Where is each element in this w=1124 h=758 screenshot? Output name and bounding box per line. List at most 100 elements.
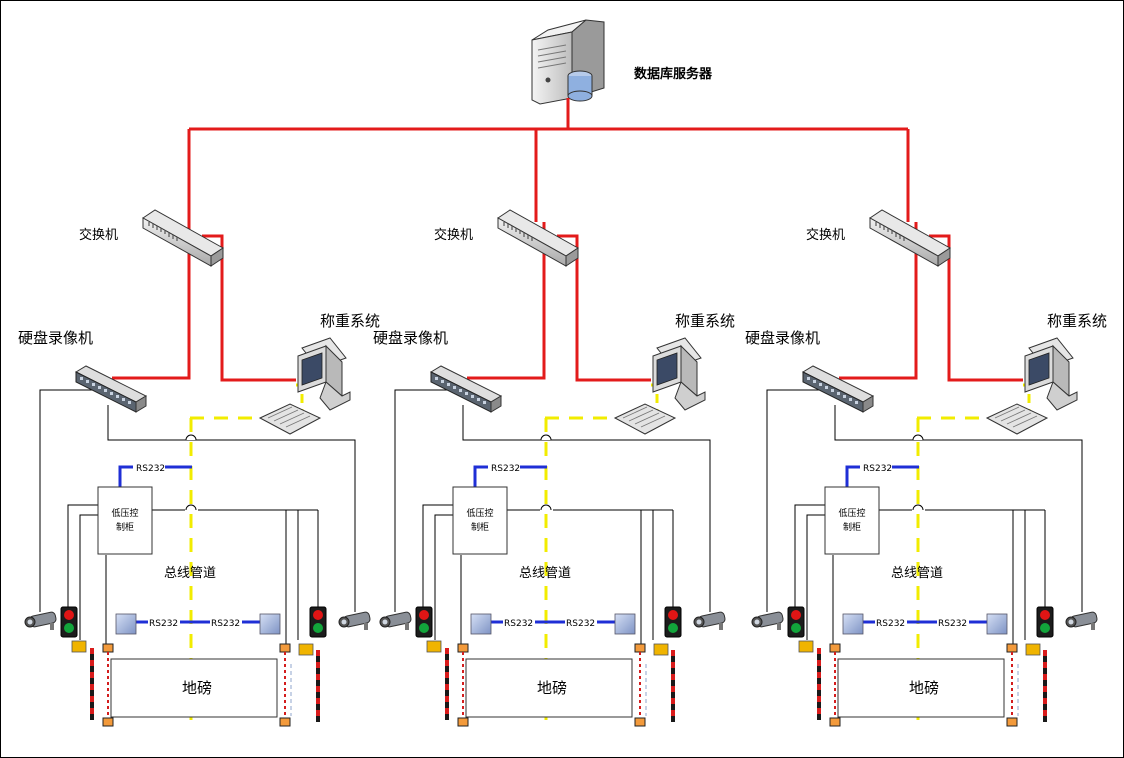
- cabinet-label-line2: 制柜: [843, 521, 861, 533]
- ethernet-to-nvr: [467, 222, 546, 380]
- traffic-light-icon: [415, 606, 433, 638]
- truck-scale-label: 地磅: [182, 679, 212, 697]
- database-server-icon: [531, 19, 605, 105]
- rs232-label: RS232: [491, 464, 520, 474]
- camera-icon: [1065, 610, 1099, 631]
- light-left-wire: [67, 504, 98, 612]
- vehicle-sensor-left: [842, 613, 864, 635]
- infrared-post: [102, 717, 114, 727]
- nvr-icon: [75, 365, 147, 413]
- nvr-label: 硬盘录像机: [18, 329, 93, 347]
- infrared-post: [102, 643, 114, 653]
- camera-icon: [751, 610, 785, 631]
- barrier-gate-left: [426, 640, 442, 653]
- barrier-gate-right: [298, 643, 314, 656]
- wire-crossover: [540, 504, 552, 511]
- weighing-pc-icon: [986, 337, 1078, 435]
- infrared-post: [279, 717, 291, 727]
- camera-right-wire: [462, 405, 711, 612]
- traffic-light-icon: [787, 606, 805, 638]
- truck-scale-platform: [837, 658, 1005, 718]
- cabinet-label-line2: 制柜: [471, 521, 489, 533]
- nvr-icon: [802, 365, 874, 413]
- truck-scale-platform: [465, 658, 633, 718]
- nvr-icon: [430, 365, 502, 413]
- light-left-wire: [422, 504, 453, 612]
- switch-icon: [869, 209, 951, 267]
- rs232-cabinet-link: [845, 465, 860, 488]
- truck-scale-label: 地磅: [909, 679, 939, 697]
- camera-right-wire: [834, 405, 1083, 612]
- camera-left-wire: [39, 389, 108, 612]
- camera-icon: [379, 610, 413, 631]
- truck-scale-platform: [110, 658, 278, 718]
- infrared-post: [457, 717, 469, 727]
- infrared-post: [634, 717, 646, 727]
- low-voltage-cabinet: [452, 486, 508, 555]
- barrier-left-wire: [79, 514, 98, 640]
- weighing-system-label: 称重系统: [675, 312, 735, 330]
- rs232-label: RS232: [136, 464, 165, 474]
- bus-pipe-label: 总线管道: [891, 566, 943, 581]
- bus-pipe-label: 总线管道: [164, 566, 216, 581]
- weighing-pc-icon: [259, 337, 351, 435]
- ethernet-to-pc: [202, 234, 296, 382]
- camera-right-wire: [107, 405, 356, 612]
- rs232-label: RS232: [876, 619, 905, 629]
- camera-left-wire: [394, 389, 463, 612]
- rs232-label: RS232: [863, 464, 892, 474]
- infrared-post: [279, 643, 291, 653]
- ethernet-to-nvr: [112, 222, 191, 380]
- server-label: 数据库服务器: [634, 66, 713, 82]
- traffic-light-icon: [664, 606, 682, 638]
- switch-label: 交换机: [806, 227, 845, 243]
- traffic-light-icon: [60, 606, 78, 638]
- traffic-light-icon: [1036, 606, 1054, 638]
- vehicle-sensor-right: [614, 613, 636, 635]
- barrier-left-wire: [434, 514, 453, 640]
- vehicle-sensor-right: [986, 613, 1008, 635]
- camera-icon: [24, 610, 58, 631]
- infrared-post: [829, 717, 841, 727]
- weighing-system-label: 称重系统: [320, 312, 380, 330]
- low-voltage-cabinet: [824, 486, 880, 555]
- light-left-wire: [794, 504, 825, 612]
- infrared-post: [1006, 643, 1018, 653]
- barrier-gate-left: [71, 640, 87, 653]
- ethernet-backbone: [187, 98, 910, 222]
- rs232-label: RS232: [566, 619, 595, 629]
- weighing-pc-icon: [614, 337, 706, 435]
- nvr-label: 硬盘录像机: [373, 329, 448, 347]
- truck-scale-label: 地磅: [537, 679, 567, 697]
- wire-crossover: [185, 504, 197, 511]
- traffic-light-icon: [309, 606, 327, 638]
- switch-label: 交换机: [434, 227, 473, 243]
- cabinet-label-line1: 低压控: [466, 507, 493, 519]
- ethernet-to-nvr: [839, 222, 918, 380]
- cabinet-label-line2: 制柜: [116, 521, 134, 533]
- wire-crossover: [912, 504, 924, 511]
- rs232-label: RS232: [149, 619, 178, 629]
- barrier-gate-right: [1025, 643, 1041, 656]
- barrier-left-wire: [806, 514, 825, 640]
- vehicle-sensor-right: [259, 613, 281, 635]
- vehicle-sensor-left: [470, 613, 492, 635]
- barrier-gate-left: [798, 640, 814, 653]
- bus-pipe-label: 总线管道: [519, 566, 571, 581]
- weighing-system-label: 称重系统: [1047, 312, 1107, 330]
- vehicle-sensor-left: [115, 613, 137, 635]
- low-voltage-cabinet: [97, 486, 153, 555]
- infrared-post: [1006, 717, 1018, 727]
- barrier-gate-right: [653, 643, 669, 656]
- rs232-cabinet-link: [118, 465, 133, 488]
- ethernet-to-pc: [557, 234, 651, 382]
- switch-label: 交换机: [79, 227, 118, 243]
- infrared-post: [634, 643, 646, 653]
- nvr-label: 硬盘录像机: [745, 329, 820, 347]
- wire-crossover: [912, 434, 924, 441]
